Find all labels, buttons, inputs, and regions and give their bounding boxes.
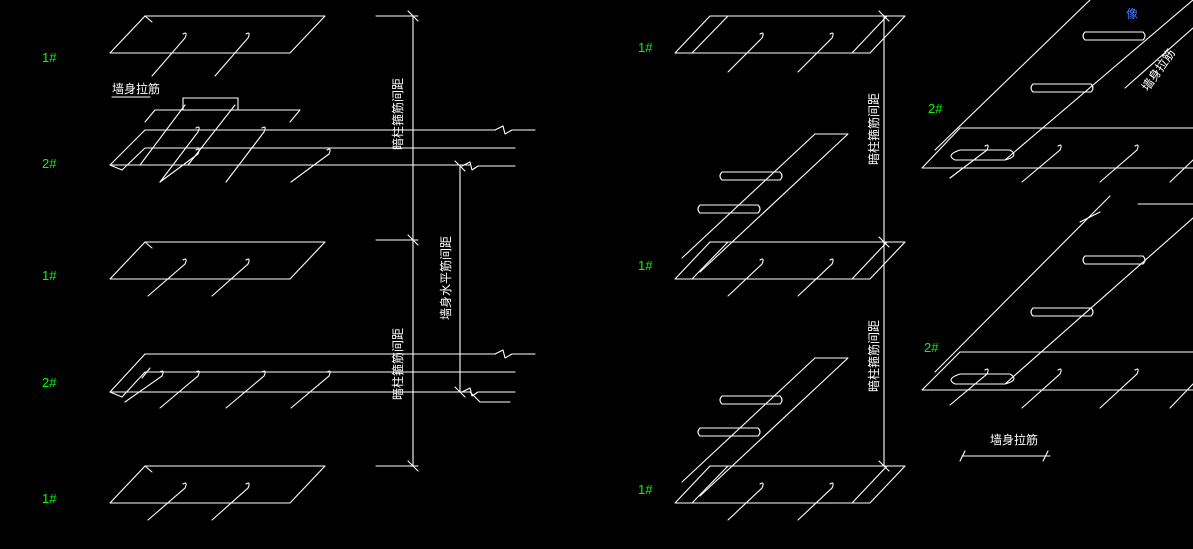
right-dimension-lines (959, 450, 1051, 462)
mid-tie-set-1 (681, 133, 849, 273)
wall-tie-label-left: 墙身拉筋 (112, 81, 160, 96)
mid-stirrup-3 (674, 465, 906, 521)
mid-stirrup-2 (674, 241, 906, 297)
column-spacing-label-mid-bottom: 暗柱箍筋间距 (866, 320, 881, 392)
wall-tie-label-right-bottom: 墙身拉筋 (990, 432, 1038, 447)
marker-right-2a: 2# (928, 101, 943, 116)
column-spacing-label-left-bottom: 暗柱箍筋间距 (390, 328, 405, 400)
wall-tie-label-right-diagonal: 墙身拉筋 (1138, 46, 1178, 94)
blue-glyph-label: 像 (1126, 7, 1138, 21)
wall-bar-1 (109, 96, 536, 183)
right-wall-bar-1 (921, 0, 1193, 183)
left-labels: 1# 2# 1# 2# 1# 墙身拉筋 暗柱箍筋间距 墙身水平筋间距 暗柱箍筋间… (42, 50, 453, 506)
marker-mid-1b: 1# (638, 258, 653, 273)
right-detail: 2# 2# 像 墙身拉筋 墙身拉筋 (921, 0, 1193, 462)
middle-detail: 1# 1# 1# 暗柱箍筋间距 暗柱箍筋间距 (638, 10, 906, 521)
column-stirrup-2 (109, 241, 326, 297)
marker-left-1b: 1# (42, 268, 57, 283)
dimension-lines-mid (878, 10, 890, 472)
dimension-lines-left (375, 10, 466, 472)
column-stirrup-3 (109, 465, 326, 521)
marker-mid-1a: 1# (638, 40, 653, 55)
right-labels: 2# 2# 像 墙身拉筋 墙身拉筋 (924, 7, 1178, 447)
marker-mid-1c: 1# (638, 482, 653, 497)
right-wall-bar-2 (921, 195, 1193, 409)
mid-tie-set-2 (681, 357, 849, 497)
mid-labels: 1# 1# 1# 暗柱箍筋间距 暗柱箍筋间距 (638, 40, 881, 497)
column-stirrup-1 (109, 15, 326, 77)
marker-left-1c: 1# (42, 491, 57, 506)
mid-stirrup-1 (674, 15, 906, 73)
marker-left-1a: 1# (42, 50, 57, 65)
marker-left-2b: 2# (42, 375, 57, 390)
wall-bar-2 (109, 349, 536, 409)
column-spacing-label-left-top: 暗柱箍筋间距 (390, 78, 405, 150)
left-detail: 1# 2# 1# 2# 1# 墙身拉筋 暗柱箍筋间距 墙身水平筋间距 暗柱箍筋间… (42, 10, 536, 521)
marker-left-2a: 2# (42, 156, 57, 171)
marker-right-2b: 2# (924, 340, 939, 355)
column-spacing-label-mid-top: 暗柱箍筋间距 (866, 93, 881, 165)
wall-spacing-label-left: 墙身水平筋间距 (438, 236, 453, 320)
